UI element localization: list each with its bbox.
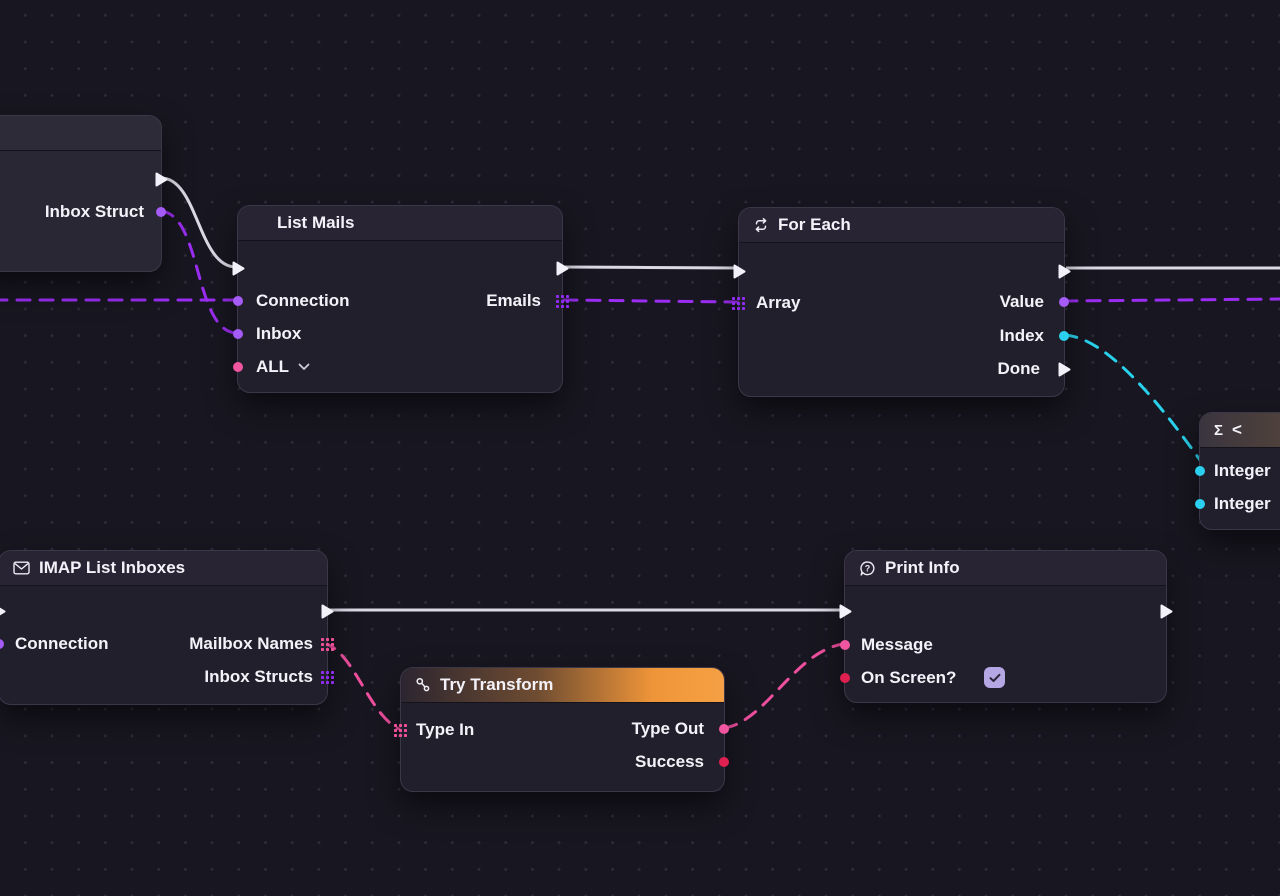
port-array-in-list[interactable] <box>732 297 745 310</box>
wire-type-out-to-message[interactable] <box>722 642 845 730</box>
node-list-mails[interactable]: List Mails Connection Inbox ALL Emails <box>232 205 569 393</box>
exec-in-port[interactable] <box>732 263 747 280</box>
exec-out-port[interactable] <box>555 260 570 277</box>
port-label-message: Message <box>861 635 933 654</box>
port-type-in-list[interactable] <box>394 724 407 737</box>
wire-list-mails-exec[interactable] <box>563 265 738 270</box>
wire-value-out[interactable] <box>1062 297 1280 303</box>
chevron-down-icon[interactable] <box>298 363 310 371</box>
node-title: Try Transform <box>440 675 554 694</box>
port-integer-1-in[interactable] <box>1195 466 1205 476</box>
port-type-out[interactable] <box>719 724 729 734</box>
node-try-transform-header[interactable]: Try Transform <box>401 668 724 703</box>
node-list-mails-header[interactable]: List Mails <box>238 206 562 241</box>
port-label-inbox-struct: Inbox Struct <box>44 202 144 221</box>
port-label-done: Done <box>997 359 1041 378</box>
wire-inbox-struct-exec[interactable] <box>160 176 237 269</box>
port-value-out[interactable] <box>1059 297 1069 307</box>
port-label-connection: Connection <box>256 291 350 310</box>
port-integer-2-in[interactable] <box>1195 499 1205 509</box>
wire-index-to-integer[interactable] <box>1062 333 1209 472</box>
node-compare-less-than[interactable]: Σ < Integer Integer <box>1195 412 1280 530</box>
node-title: IMAP List Inboxes <box>39 558 186 577</box>
node-print-info[interactable]: ? Print Info Message On Screen? <box>839 550 1173 703</box>
node-compare-header[interactable]: Σ < <box>1200 413 1280 448</box>
envelope-icon <box>13 561 30 575</box>
port-done-exec-out[interactable] <box>1057 361 1072 378</box>
port-label-integer-2: Integer <box>1214 494 1271 513</box>
port-inbox-structs-out-list[interactable] <box>321 671 334 684</box>
node-for-each-header[interactable]: For Each <box>739 208 1064 243</box>
node-title: List Mails <box>277 213 355 232</box>
node-inbox-struct[interactable]: Inbox Struct <box>0 115 168 272</box>
port-label-inbox-structs: Inbox Structs <box>204 667 313 686</box>
repeat-icon <box>753 217 769 233</box>
node-title: < <box>1232 420 1242 439</box>
port-all-in[interactable] <box>233 362 243 372</box>
node-try-transform[interactable]: Try Transform Type In Type Out Success <box>394 667 729 792</box>
on-screen-checkbox[interactable] <box>984 667 1005 688</box>
exec-out-port[interactable] <box>1159 603 1174 620</box>
port-label-inbox: Inbox <box>256 324 302 343</box>
node-title: Print Info <box>885 558 960 577</box>
node-imap-header[interactable]: IMAP List Inboxes <box>0 551 327 586</box>
node-print-info-header[interactable]: ? Print Info <box>845 551 1166 586</box>
port-success-out[interactable] <box>719 757 729 767</box>
node-imap-list-inboxes[interactable]: IMAP List Inboxes Connection Mailbox Nam… <box>0 550 334 705</box>
port-message-in[interactable] <box>840 640 850 650</box>
speech-question-icon: ? <box>859 560 876 577</box>
port-inbox-in[interactable] <box>233 329 243 339</box>
node-inbox-struct-header[interactable] <box>0 116 161 151</box>
port-label-on-screen: On Screen? <box>861 668 957 687</box>
port-label-type-in: Type In <box>416 720 475 739</box>
port-connection-in[interactable] <box>0 639 4 649</box>
dropdown-all-value[interactable]: ALL <box>256 357 290 376</box>
exec-in-port[interactable] <box>231 260 246 277</box>
port-inbox-struct-out[interactable] <box>156 207 166 217</box>
checkmark-icon <box>989 673 1000 682</box>
transform-icon <box>415 677 431 693</box>
port-on-screen-in[interactable] <box>840 673 850 683</box>
port-label-array: Array <box>756 293 801 312</box>
wire-emails-to-array[interactable] <box>562 298 739 304</box>
port-label-integer-1: Integer <box>1214 461 1271 480</box>
port-label-connection: Connection <box>15 634 109 653</box>
exec-in-port[interactable] <box>0 603 7 620</box>
node-title: For Each <box>778 215 851 234</box>
port-label-success: Success <box>635 752 704 771</box>
port-label-index: Index <box>999 326 1044 345</box>
port-connection-in[interactable] <box>233 296 243 306</box>
exec-out-port[interactable] <box>1057 263 1072 280</box>
exec-out-port[interactable] <box>320 603 335 620</box>
svg-text:?: ? <box>865 563 871 573</box>
sigma-icon: Σ <box>1214 421 1224 439</box>
port-label-emails: Emails <box>486 291 541 310</box>
port-label-value: Value <box>999 292 1044 311</box>
port-label-type-out: Type Out <box>631 719 704 738</box>
node-for-each[interactable]: For Each Array Value Index Done <box>732 207 1071 397</box>
port-mailbox-names-out-list[interactable] <box>321 638 334 651</box>
port-index-out[interactable] <box>1059 331 1069 341</box>
port-label-mailbox-names: Mailbox Names <box>189 634 313 653</box>
port-emails-out-list[interactable] <box>556 295 569 308</box>
exec-out-port[interactable] <box>154 171 169 188</box>
exec-in-port[interactable] <box>838 603 853 620</box>
wire-inbox-struct-to-inbox[interactable] <box>159 209 238 335</box>
wire-mailbox-names-to-type-in[interactable] <box>321 641 401 731</box>
